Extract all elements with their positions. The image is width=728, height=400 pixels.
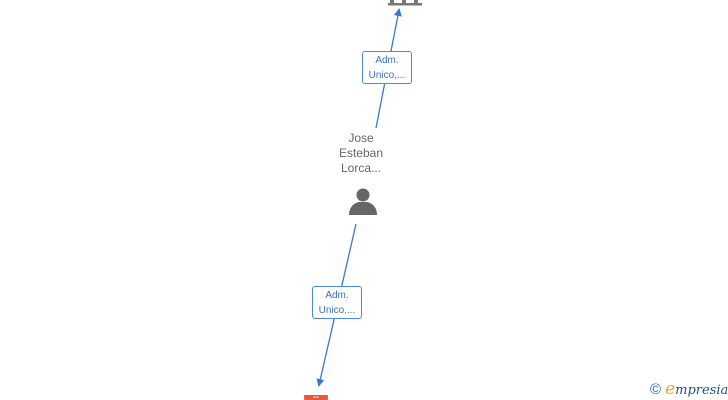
company-node-bottom[interactable] xyxy=(304,395,328,400)
person-name[interactable]: Jose Esteban Lorca... xyxy=(321,131,401,176)
edge-label-line2: Unico,... xyxy=(368,70,406,81)
person-name-line1: Jose xyxy=(348,131,374,145)
building-icon xyxy=(388,0,422,6)
watermark: © empresia xyxy=(650,379,728,399)
brand-logo-first-letter: e xyxy=(665,379,676,399)
person-icon[interactable] xyxy=(348,187,378,217)
company-node-top[interactable] xyxy=(388,0,424,6)
person-name-line2: Esteban xyxy=(338,146,384,160)
edge-label-top[interactable]: Adm. Unico,... xyxy=(362,51,412,84)
edge-label-bottom[interactable]: Adm. Unico,... xyxy=(312,286,362,319)
building-icon xyxy=(304,395,328,400)
person-name-line3: Lorca... xyxy=(340,161,382,175)
brand-logo-rest: mpresia xyxy=(675,383,728,398)
edge-label-line1: Adm. xyxy=(375,55,399,66)
edge-label-line1: Adm. xyxy=(325,290,349,301)
copyright-symbol: © xyxy=(650,380,662,398)
brand-logo: empresia xyxy=(665,379,728,399)
edge-label-line2: Unico,... xyxy=(318,305,356,316)
